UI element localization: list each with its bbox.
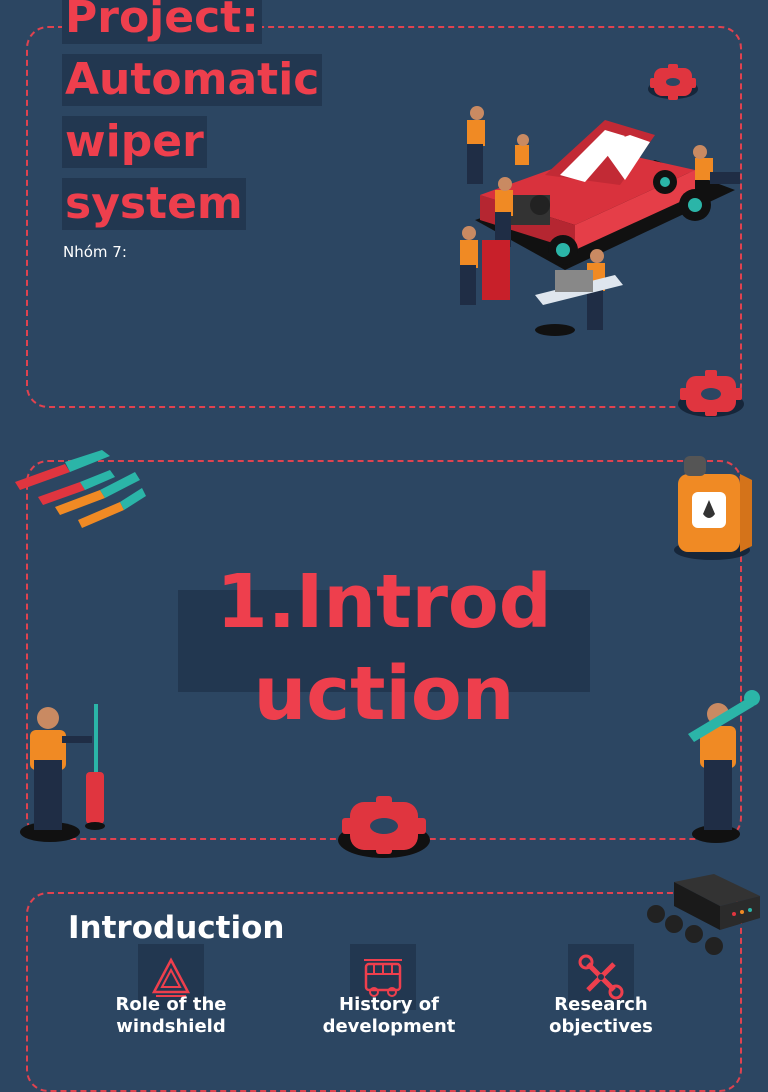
card-label-history-line-1: History of [339, 994, 439, 1015]
title-line-3: wiper [62, 116, 207, 168]
warning-card-icon-box [138, 944, 204, 1010]
section-title-line-2: uction [253, 651, 515, 737]
gear-icon [678, 370, 744, 417]
history-card-icon-box [350, 944, 416, 1010]
warning-triangle-icon [151, 957, 191, 997]
card-label-history: History of development [314, 994, 464, 1038]
intro-heading: Introduction [68, 910, 285, 946]
oil-bottle-icon [674, 456, 752, 560]
card-label-role-line-2: windshield [116, 1016, 226, 1037]
gear-icon [338, 796, 430, 858]
gear-icon [648, 64, 698, 100]
card-label-role: Role of the windshield [96, 994, 246, 1038]
section-title-panel [178, 590, 590, 692]
card-label-research-line-2: objectives [549, 1016, 653, 1037]
car-repair-illustration [460, 106, 740, 336]
section-title: 1.Introd uction [178, 556, 590, 740]
mechanic-screwdriver-illustration [20, 704, 105, 842]
card-label-history-line-2: development [322, 1016, 456, 1037]
title-slide-frame [26, 26, 742, 408]
mechanic-wrench-illustration [688, 690, 760, 843]
group-label: Nhóm 7: [63, 243, 127, 261]
title-line-1: Project: [62, 0, 262, 44]
title-line-4: system [62, 178, 246, 230]
vehicle-icon [364, 959, 402, 997]
title-line-2: Automatic [62, 54, 323, 106]
card-label-role-line-1: Role of the [115, 994, 227, 1015]
tools-icon [578, 954, 624, 1000]
section-title-line-1: 1.Introd [216, 559, 552, 645]
research-card-icon-box [568, 944, 634, 1010]
sensor-kit-icon [647, 874, 760, 955]
jumper-cables-icon [15, 450, 146, 528]
card-label-research-line-1: Research [554, 994, 648, 1015]
card-label-research: Research objectives [526, 994, 676, 1038]
